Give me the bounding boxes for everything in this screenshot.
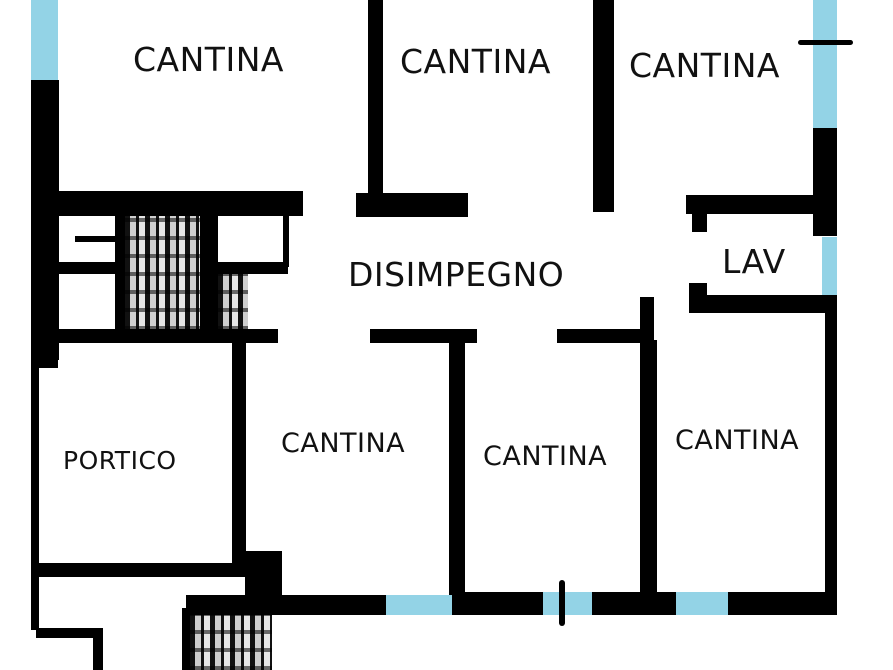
window xyxy=(543,592,592,615)
window xyxy=(822,237,837,295)
wall xyxy=(356,193,468,217)
wall xyxy=(692,212,707,232)
wall xyxy=(245,551,282,601)
wall xyxy=(592,592,676,615)
wall xyxy=(182,608,190,670)
wall xyxy=(31,80,59,360)
wall xyxy=(93,628,103,670)
wall xyxy=(825,295,837,615)
room-label-portico: PORTICO xyxy=(63,446,177,475)
wall xyxy=(115,214,125,334)
wall xyxy=(186,595,386,615)
wall xyxy=(640,297,654,343)
room-label-disimpegno: DISIMPEGNO xyxy=(348,255,565,294)
window xyxy=(813,0,837,128)
wall xyxy=(640,340,657,602)
stair-tiles xyxy=(190,615,272,670)
wall xyxy=(75,236,120,242)
window-mark xyxy=(798,40,853,45)
wall xyxy=(58,329,278,343)
room-label-cantina-bottom-right: CANTINA xyxy=(675,425,800,456)
wall xyxy=(593,0,614,212)
wall xyxy=(58,191,303,216)
wall xyxy=(813,128,837,236)
wall xyxy=(36,563,282,577)
wall xyxy=(368,0,383,195)
wall xyxy=(31,360,39,630)
room-label-lav: LAV xyxy=(722,242,786,281)
window xyxy=(386,595,452,615)
wall xyxy=(686,195,836,214)
wall xyxy=(36,628,103,638)
wall xyxy=(452,592,543,615)
room-label-cantina-bottom-left: CANTINA xyxy=(281,428,406,459)
room-label-cantina-bottom-center: CANTINA xyxy=(483,441,608,472)
room-label-cantina-top-center: CANTINA xyxy=(400,42,551,81)
wall xyxy=(200,214,218,334)
wall xyxy=(31,343,58,368)
window xyxy=(31,0,58,80)
wall xyxy=(449,337,465,602)
wall xyxy=(283,215,289,267)
wall xyxy=(689,295,837,313)
stair-tiles xyxy=(218,274,248,330)
wall xyxy=(557,329,643,343)
wall xyxy=(728,592,837,615)
room-label-cantina-top-left: CANTINA xyxy=(133,40,284,79)
window-mark xyxy=(559,580,565,626)
stair-tiles xyxy=(125,216,200,330)
wall xyxy=(232,343,246,568)
room-label-cantina-top-right: CANTINA xyxy=(629,46,780,85)
window xyxy=(676,592,728,615)
